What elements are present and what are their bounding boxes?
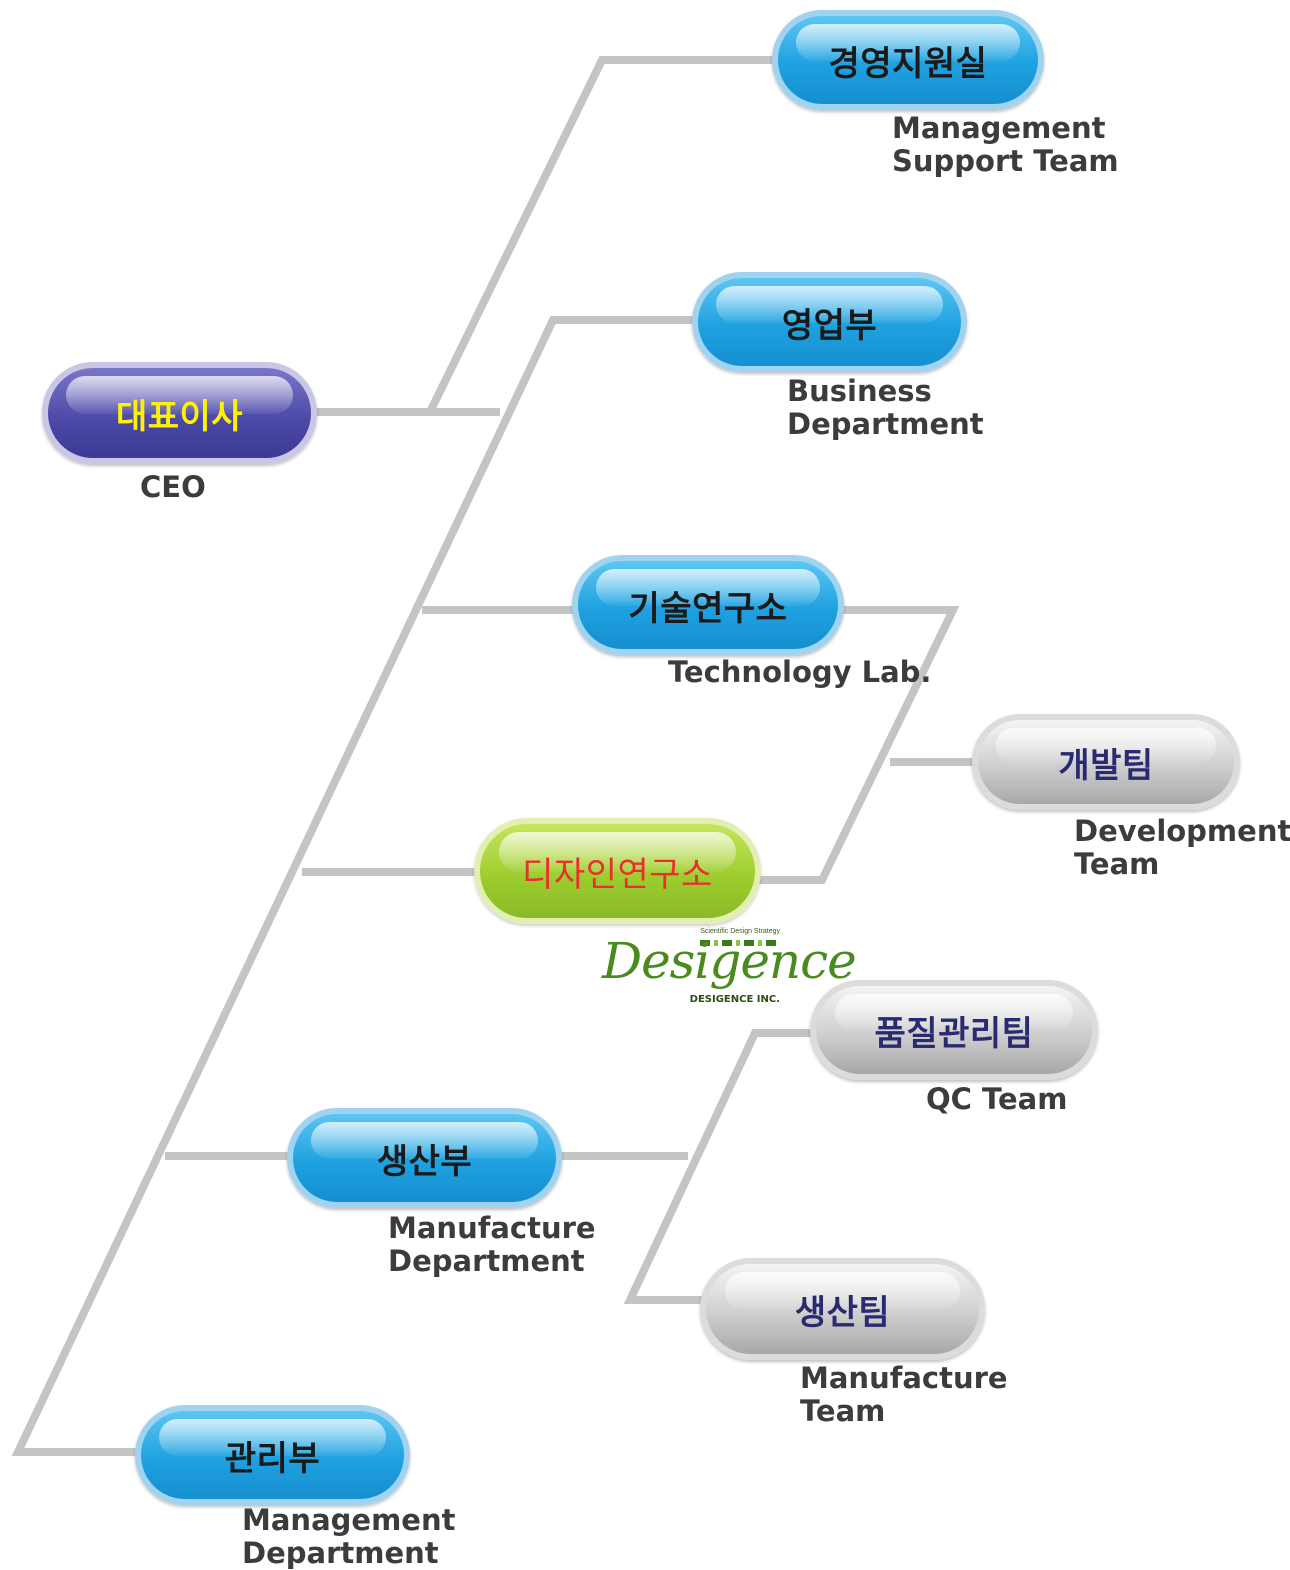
ceo-name: 대표이사 — [115, 396, 244, 437]
qc-team-node[interactable]: 품질관리팀 — [810, 980, 1098, 1080]
ceo-node[interactable]: 대표이사 — [42, 362, 317, 464]
logo-company: DESIGENCE INC. — [689, 994, 780, 1005]
production-gloss — [311, 1121, 538, 1159]
business-node[interactable]: 영업부 — [692, 272, 967, 372]
manufacture-team-gloss — [725, 1272, 960, 1310]
admin-label: Management Department — [242, 1504, 455, 1570]
production-label: Manufacture Department — [388, 1212, 596, 1278]
connector-management-support — [426, 56, 780, 414]
development-team-label-line2: Team — [1074, 847, 1160, 881]
management-support-name: 경영지원실 — [828, 43, 988, 84]
design-lab-gloss — [499, 832, 736, 872]
business-name: 영업부 — [781, 305, 878, 346]
business-label-line2: Department — [787, 407, 984, 441]
manufacture-team-node[interactable]: 생산팀 — [700, 1258, 985, 1360]
logo-wordmark: Desigence — [602, 932, 857, 990]
production-label-line2: Department — [388, 1244, 585, 1278]
development-team-label-line1: Development — [1074, 814, 1290, 848]
development-team-name: 개발팀 — [1058, 745, 1154, 786]
manufacture-team-label-line1: Manufacture — [800, 1361, 1008, 1395]
ceo-label: CEO — [140, 470, 206, 504]
production-label-line1: Manufacture — [388, 1211, 596, 1245]
admin-name: 관리부 — [224, 1438, 321, 1479]
admin-label-line1: Management — [242, 1503, 456, 1537]
connector-dev-team — [755, 606, 960, 884]
design-lab-name: 디자인연구소 — [522, 854, 713, 895]
qc-team-name: 품질관리팀 — [874, 1013, 1034, 1054]
desigence-logo: Scientific Design Strategy Desigence DES… — [598, 928, 857, 1013]
tech-lab-name: 기술연구소 — [628, 588, 788, 629]
ceo-node-gloss — [66, 376, 293, 414]
tech-lab-label: Technology Lab. — [668, 655, 932, 689]
management-support-label: Management Support Team — [892, 112, 1119, 178]
development-team-node[interactable]: 개발팀 — [972, 714, 1240, 810]
admin-label-line2: Department — [242, 1536, 439, 1570]
tech-lab-node[interactable]: 기술연구소 — [572, 555, 844, 655]
qc-team-label: QC Team — [926, 1082, 1068, 1116]
business-label: Business Department — [787, 375, 984, 441]
connector-main-trunk — [11, 316, 700, 1456]
development-team-gloss — [995, 727, 1217, 763]
manufacture-team-name: 생산팀 — [794, 1292, 891, 1333]
logo-dashes — [700, 940, 780, 946]
admin-gloss — [159, 1418, 386, 1456]
qc-team-gloss — [835, 993, 1073, 1031]
admin-node[interactable]: 관리부 — [135, 1405, 410, 1505]
management-support-label-line1: Management — [892, 111, 1106, 145]
management-support-label-line2: Support Team — [892, 144, 1119, 178]
manufacture-team-label: Manufacture Team — [800, 1362, 1008, 1428]
tech-lab-gloss — [596, 568, 820, 606]
business-gloss — [716, 285, 943, 323]
management-support-gloss — [796, 23, 1020, 61]
development-team-label: Development Team — [1074, 815, 1290, 881]
production-name: 생산부 — [376, 1141, 473, 1182]
logo-tagline: Scientific Design Strategy — [700, 928, 780, 935]
production-node[interactable]: 생산부 — [287, 1108, 562, 1208]
design-lab-node[interactable]: 디자인연구소 — [474, 818, 761, 924]
management-support-node[interactable]: 경영지원실 — [772, 10, 1044, 110]
business-label-line1: Business — [787, 374, 932, 408]
manufacture-team-label-line2: Team — [800, 1394, 886, 1428]
connector-qc-manufacture — [623, 1029, 820, 1304]
